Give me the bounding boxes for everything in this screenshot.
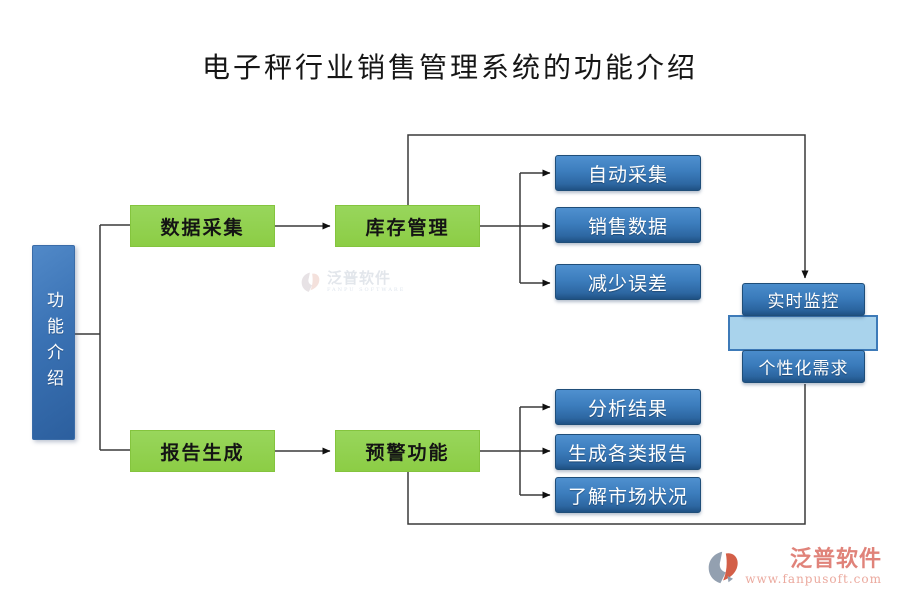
node-label: 实时监控 xyxy=(767,292,840,312)
highlight-panel xyxy=(728,315,878,351)
leaf-label: 分析结果 xyxy=(587,397,668,420)
leaf-generate-reports: 生成各类报告 xyxy=(555,434,701,470)
footer-brand-name: 泛普软件 xyxy=(789,546,882,572)
leaf-label: 生成各类报告 xyxy=(567,442,688,465)
leaf-sales-data: 销售数据 xyxy=(555,207,701,243)
watermark-brand-sub: FANPU SOFTWARE xyxy=(327,287,406,293)
node-inventory-management: 库存管理 xyxy=(335,205,480,247)
node-function-intro-label: 功能介绍 xyxy=(43,290,63,395)
node-label: 个性化需求 xyxy=(758,359,849,379)
node-report-generation: 报告生成 xyxy=(130,430,275,472)
leaf-label: 自动采集 xyxy=(587,163,668,186)
node-function-intro: 功能介绍 xyxy=(32,245,75,440)
node-label: 报告生成 xyxy=(160,441,245,464)
node-personalized-needs: 个性化需求 xyxy=(742,350,865,383)
leaf-label: 销售数据 xyxy=(587,215,668,238)
fanpu-logo-icon xyxy=(708,551,738,584)
node-realtime-monitoring: 实时监控 xyxy=(742,283,865,316)
leaf-label: 了解市场状况 xyxy=(567,485,688,508)
leaf-label: 减少误差 xyxy=(587,272,668,295)
watermark-brand: 泛普软件 xyxy=(327,269,392,287)
leaf-auto-collect: 自动采集 xyxy=(555,155,701,191)
node-label: 预警功能 xyxy=(365,441,450,464)
diagram-title: 电子秤行业销售管理系统的功能介绍 xyxy=(201,51,698,84)
leaf-market-status: 了解市场状况 xyxy=(555,477,701,513)
footer-brand: 泛普软件 www.fanpusoft.com xyxy=(706,548,882,586)
leaf-reduce-error: 减少误差 xyxy=(555,264,701,300)
center-watermark: 泛普软件 FANPU SOFTWARE xyxy=(300,271,405,293)
node-label: 库存管理 xyxy=(365,216,450,239)
node-warning-function: 预警功能 xyxy=(335,430,480,472)
node-label: 数据采集 xyxy=(160,216,245,239)
leaf-analysis-result: 分析结果 xyxy=(555,389,701,425)
node-data-collection: 数据采集 xyxy=(130,205,275,247)
footer-website-link[interactable]: www.fanpusoft.com xyxy=(745,572,882,586)
fanpu-logo-icon xyxy=(301,272,320,292)
